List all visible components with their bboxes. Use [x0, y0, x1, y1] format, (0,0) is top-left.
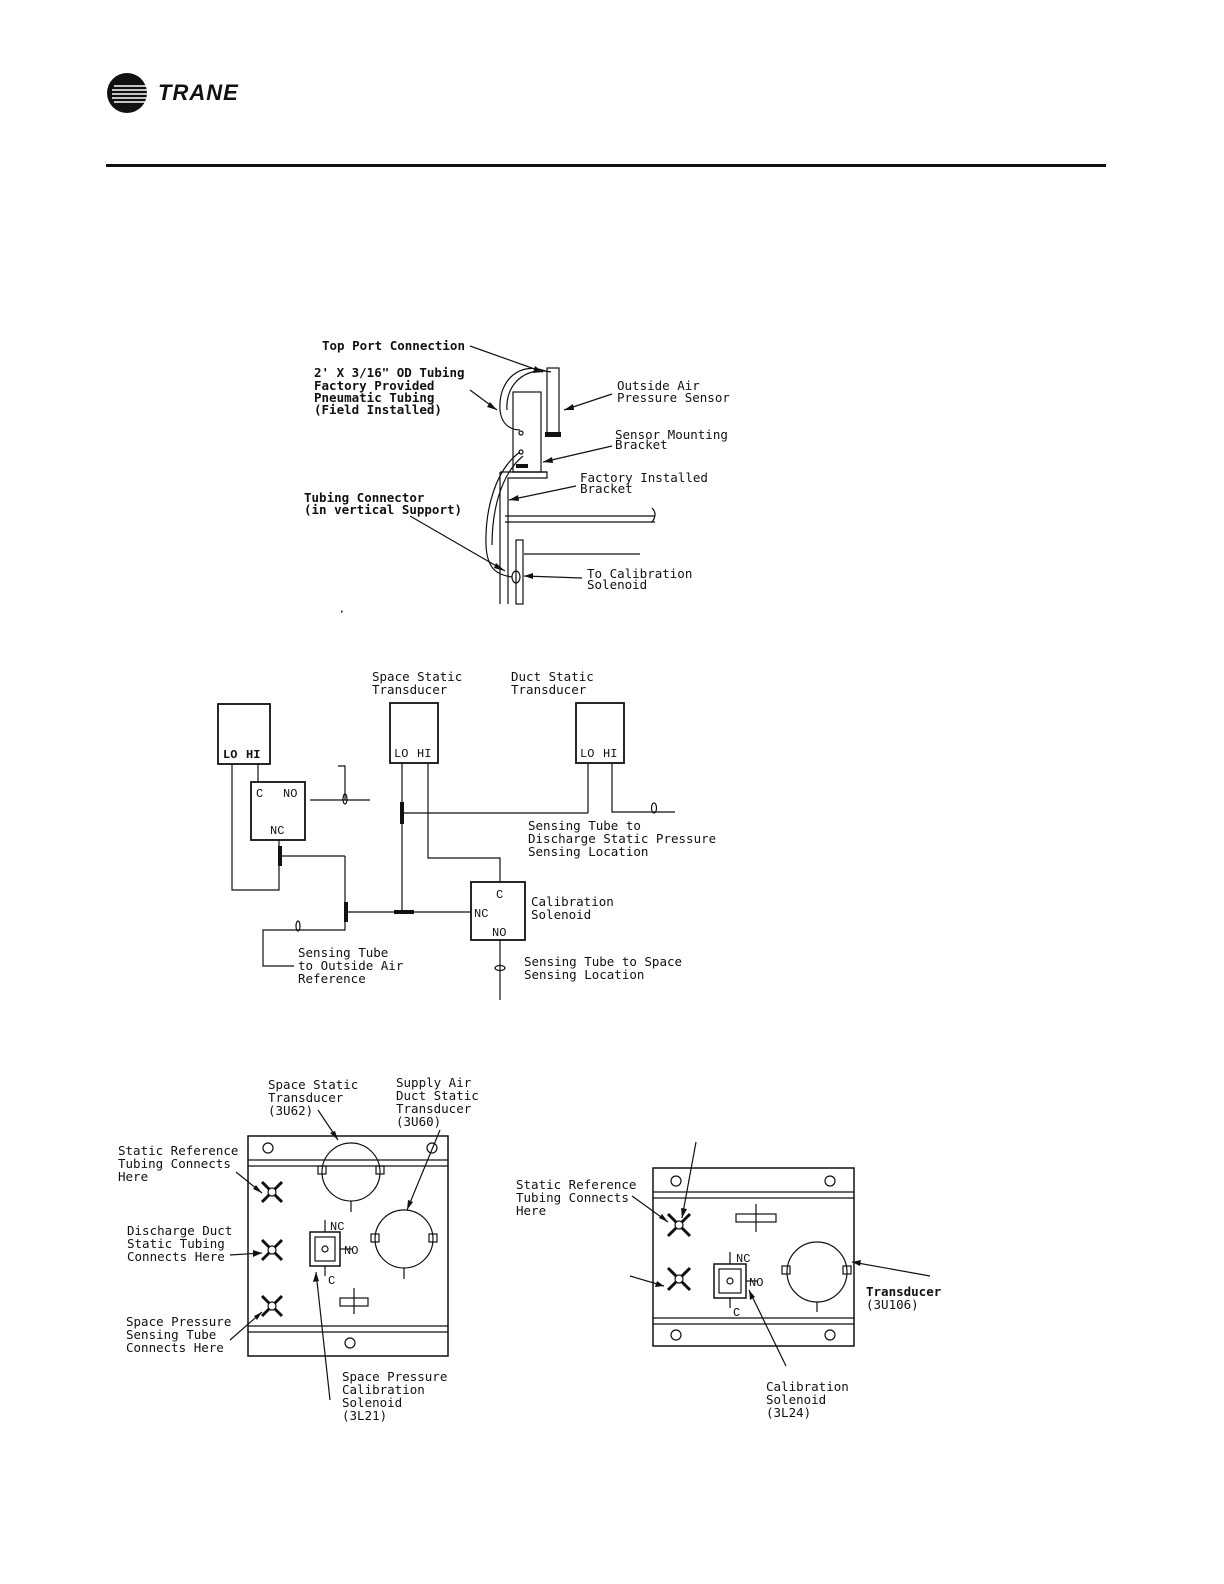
port-hi-c: HI	[603, 747, 617, 761]
label-discharge-tube-2: Discharge Static Pressure	[528, 831, 716, 846]
label-f3-supply-4: (3U60)	[396, 1114, 441, 1129]
label-f3-static-ref-1: Static Reference	[118, 1143, 238, 1158]
port-f4-nc: NC	[736, 1252, 750, 1266]
label-f4-static-ref-3: Here	[516, 1203, 546, 1218]
label-f3-cal-3: Solenoid	[342, 1395, 402, 1410]
port-f3-c: C	[328, 1274, 335, 1288]
port-c-left: C	[256, 787, 263, 801]
label-f3-discharge-3: Connects Here	[127, 1249, 225, 1264]
label-sensor-bracket-2: Bracket	[615, 437, 668, 452]
label-tubing-connector-2: (in vertical Support)	[304, 502, 462, 517]
label-tubing-3: Pneumatic Tubing	[314, 390, 434, 405]
label-discharge-tube-1: Sensing Tube to	[528, 818, 641, 833]
figure-sensor-mounting: ·	[338, 345, 656, 619]
label-space-tube-1: Sensing Tube to Space	[524, 954, 682, 969]
label-f4-cal-2: Solenoid	[766, 1392, 826, 1407]
label-f4-static-ref-1: Static Reference	[516, 1177, 636, 1192]
port-lo-b: LO	[394, 747, 408, 761]
label-factory-bracket-1: Factory Installed	[580, 470, 708, 485]
label-to-cal-2: Solenoid	[587, 577, 647, 592]
brand-name: TRANE	[158, 80, 239, 105]
label-space-static-2: Transducer	[372, 682, 448, 697]
label-duct-static-2: Transducer	[511, 682, 587, 697]
label-f4-cal-3: (3L24)	[766, 1405, 811, 1420]
label-tubing-connector-1: Tubing Connector	[304, 490, 425, 505]
port-lo-a: LO	[223, 748, 237, 762]
label-to-cal-1: To Calibration	[587, 566, 692, 581]
label-cal-solenoid-1: Calibration	[531, 894, 614, 909]
port-hi-a: HI	[246, 748, 260, 762]
label-f3-space-static-2: Transducer	[268, 1090, 344, 1105]
label-f3-cal-1: Space Pressure	[342, 1369, 447, 1384]
label-oa-sensor-2: Pressure Sensor	[617, 390, 730, 405]
label-space-static-1: Space Static	[372, 669, 462, 684]
label-f3-supply-2: Duct Static	[396, 1088, 479, 1103]
label-f3-static-ref-3: Here	[118, 1169, 148, 1184]
port-f3-nc: NC	[330, 1220, 344, 1234]
label-factory-bracket-2: Bracket	[580, 481, 633, 496]
label-f3-space-static-3: (3U62)	[268, 1103, 313, 1118]
label-f3-supply-1: Supply Air	[396, 1075, 472, 1090]
figure-panel-right	[629, 1141, 931, 1367]
port-lo-c: LO	[580, 747, 594, 761]
header-rule	[106, 164, 1106, 167]
label-f4-cal-1: Calibration	[766, 1379, 849, 1394]
port-no-left: NO	[283, 787, 297, 801]
label-tubing-4: (Field Installed)	[314, 402, 442, 417]
label-outside-tube-2: to Outside Air	[298, 958, 404, 973]
label-f4-static-ref-2: Tubing Connects	[516, 1190, 629, 1205]
label-f3-space-pressure-1: Space Pressure	[126, 1314, 231, 1329]
trane-logo-icon	[107, 73, 152, 113]
label-f3-static-ref-2: Tubing Connects	[118, 1156, 231, 1171]
port-c-cal: C	[496, 888, 503, 902]
label-discharge-tube-3: Sensing Location	[528, 844, 648, 859]
label-tubing-1: 2' X 3/16" OD Tubing	[314, 365, 465, 380]
label-tubing-2: Factory Provided	[314, 378, 434, 393]
label-f3-supply-3: Transducer	[396, 1101, 472, 1116]
port-f4-no: NO	[749, 1276, 763, 1290]
label-sensor-bracket-1: Sensor Mounting	[615, 427, 728, 442]
label-f3-cal-2: Calibration	[342, 1382, 425, 1397]
label-f3-space-pressure-2: Sensing Tube	[126, 1327, 216, 1342]
label-duct-static-1: Duct Static	[511, 669, 594, 684]
port-nc-left: NC	[270, 824, 284, 838]
label-outside-tube-1: Sensing Tube	[298, 945, 388, 960]
label-f4-transducer-2: (3U106)	[866, 1297, 919, 1312]
label-f3-discharge-2: Static Tubing	[127, 1236, 225, 1251]
figure-panel-left	[229, 1109, 449, 1401]
label-f3-space-static-1: Space Static	[268, 1077, 358, 1092]
label-top-port: Top Port Connection	[322, 338, 465, 353]
port-f3-no: NO	[344, 1244, 358, 1258]
port-f4-c: C	[733, 1306, 740, 1320]
label-oa-sensor-1: Outside Air	[617, 378, 700, 393]
port-no-cal: NO	[492, 926, 506, 940]
label-f3-discharge-1: Discharge Duct	[127, 1223, 232, 1238]
label-outside-tube-3: Reference	[298, 971, 366, 986]
label-f3-space-pressure-3: Connects Here	[126, 1340, 224, 1355]
port-hi-b: HI	[417, 747, 431, 761]
port-nc-cal: NC	[474, 907, 488, 921]
figure-tubing-schematic	[217, 702, 675, 1000]
label-space-tube-2: Sensing Location	[524, 967, 644, 982]
label-f3-cal-4: (3L21)	[342, 1408, 387, 1423]
svg-text:·: ·	[338, 604, 346, 619]
label-cal-solenoid-2: Solenoid	[531, 907, 591, 922]
label-f4-transducer-1: Transducer	[866, 1284, 942, 1299]
